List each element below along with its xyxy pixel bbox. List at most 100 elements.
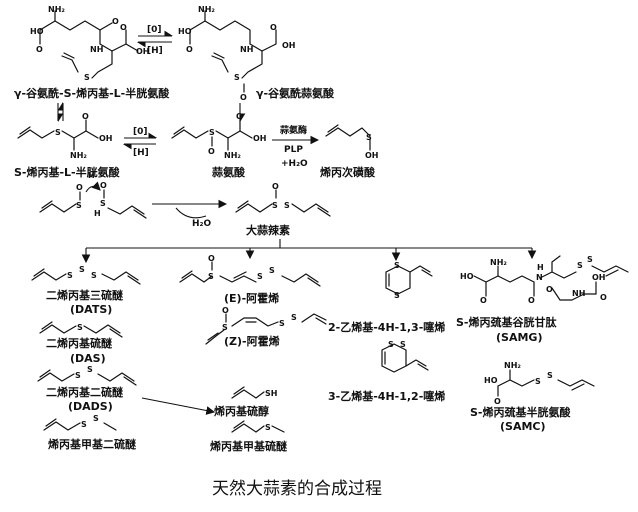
reduction-label: [H] [147,46,163,56]
s-label: S [366,133,372,142]
das-abbr: (DAS) [70,352,106,365]
e-ajoene-label: (E)-阿霍烯 [224,291,279,305]
oh-label: OH [253,134,267,143]
o-label: O [186,45,193,54]
branch-tree [81,239,537,264]
o-label: O [208,254,215,263]
o-label: O [222,306,229,315]
o-label: O [528,296,535,305]
dads-structure: S S [37,365,137,386]
o-label: O [208,147,215,156]
o-label: O [236,112,243,121]
nh2-label: NH₂ [504,361,521,370]
o-label: O [36,45,43,54]
h-label: H [88,171,95,180]
s-label: S [279,319,285,328]
z-ajoene-structure: S O S S [205,306,327,345]
oh-label: OH [99,134,113,143]
o-label: O [270,23,277,32]
dats-label: 二烯丙基三硫醚 [46,288,123,302]
s-label: S [93,414,99,423]
h-label: H [537,263,544,272]
s-label: S [388,340,394,349]
das-label: 二烯丙基硫醚 [46,336,112,350]
samg-abbr: (SAMG) [496,331,542,344]
vinyl-dithiin-12-structure: S S [381,340,429,373]
cofactor-label: PLP [284,145,303,155]
nh-label: NH [90,45,103,54]
dads-label: 二烯丙基二硫醚 [46,385,123,399]
water-byproduct-label: H₂O [192,219,211,229]
s-label: S [257,272,263,281]
s-label: S [272,201,278,210]
alliin-structure: S O O OH NH₂ [171,112,267,160]
samc-abbr: (SAMC) [500,420,546,433]
enzyme-label: 蒜氨酶 [280,124,307,136]
samc-label: S-烯丙巯基半胱氨酸 [470,405,571,419]
s-label: S [535,377,541,386]
s-label: S [76,201,82,210]
s-label: S [269,266,275,275]
o-label: O [76,183,83,192]
nh2-label: NH₂ [198,5,215,14]
samg-label: S-烯丙巯基谷胱甘肽 [456,315,557,329]
o-label: O [600,293,607,302]
s-label: S [84,73,90,82]
e-ajoene-structure: S O S S [179,254,321,287]
allyl-sulfenic-acid-structure: S OH [325,124,379,160]
o-label: O [100,181,107,190]
s-label: S [91,271,97,280]
s-label: S [87,365,93,374]
s-label: S [394,261,400,270]
oh-label: OH [136,47,150,56]
oh-label: OH [365,151,379,160]
s-label: S [265,423,271,432]
o-label: O [272,182,279,191]
ho-label: HO [484,376,498,385]
o-label: O [240,93,247,102]
vd12-label: 3-乙烯基-4H-1,2-噻烯 [328,389,445,403]
oxidation-equilibrium-1: [0] [H] [136,25,174,56]
reduction-label: [H] [133,148,149,158]
allyl-mercaptan-label: 烯丙基硫醇 [214,404,269,418]
s-label: S [222,323,228,332]
amds-structure: S S [43,414,117,431]
amsulfide-label: 烯丙基甲基硫醚 [210,439,287,453]
nh2-label: NH₂ [70,151,87,160]
s-label: S [394,291,400,300]
s-label: S [55,128,61,137]
condensation-arrow: H₂O [152,199,228,229]
amsulfide-structure: S [231,420,285,433]
amds-label: 烯丙基甲基二硫醚 [48,437,136,451]
glutamyl-sac-structure: HO NH₂ O O NH O OH S [30,5,150,82]
s-label: S [547,371,553,380]
vinyl-dithiin-13-structure: S S [385,261,433,300]
dads-abbr: (DADS) [68,400,113,413]
s-label: S [81,420,87,429]
oxidation-label: [0] [147,25,162,35]
glutamyl-sac-label: γ-谷氨酰-S-烯丙基-L-半胱氨酸 [14,86,170,100]
o-label: O [112,17,119,26]
water-label: +H₂O [281,159,308,169]
s-label: S [284,201,290,210]
glutamyl-alliin-label: γ-谷氨酰蒜氨酸 [256,86,335,100]
oxidation-equilibrium-2: [0] [H] [122,127,158,158]
alliin-label: 蒜氨酸 [212,165,246,179]
oh-label: OH [282,41,296,50]
z-ajoene-label: (Z)-阿霍烯 [224,334,280,348]
s-label: S [587,255,593,264]
s-label: S [209,128,215,137]
o-label: O [546,285,553,294]
h-label: H [94,209,101,218]
s-label: S [577,261,583,270]
das-structure: S [39,321,123,338]
hydrolysis-arrow-left [57,101,64,123]
sac-structure: S O OH NH₂ [17,112,113,160]
s-label: S [208,272,214,281]
allicin-structure: S O S [235,182,331,217]
allyl-mercaptan-structure: SH [231,386,277,399]
s-label: S [234,73,240,82]
nh-label: NH [572,289,585,298]
allicin-label: 大蒜辣素 [246,223,290,237]
